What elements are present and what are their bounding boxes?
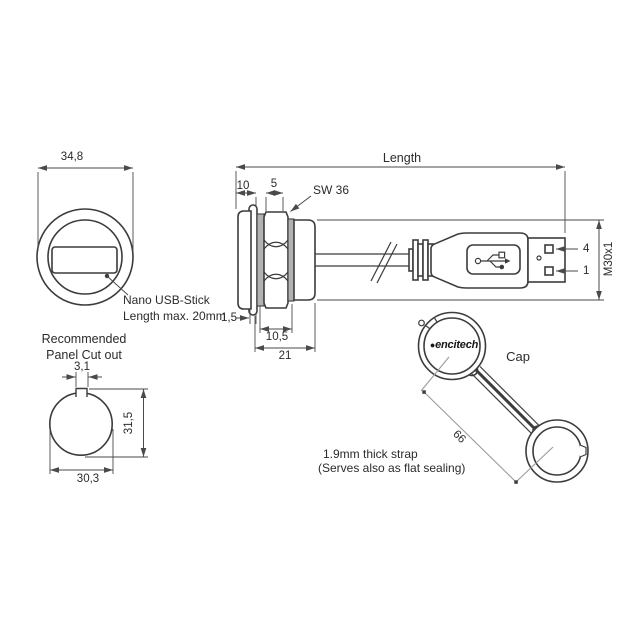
dim-line-66 bbox=[423, 391, 517, 483]
dim-5-label: 5 bbox=[270, 178, 278, 190]
dim-31-5-label: 31,5 bbox=[123, 411, 135, 435]
dim-21-label: 21 bbox=[278, 350, 292, 362]
nano-note-line1: Nano USB-Stick bbox=[123, 293, 210, 307]
contact-pin-1 bbox=[544, 266, 554, 276]
cutout-title-line1: Recommended bbox=[41, 332, 127, 346]
dim-30-3-label: 30,3 bbox=[76, 473, 100, 485]
washer bbox=[287, 218, 295, 302]
contact-pin-4 bbox=[544, 244, 554, 254]
dim-34-8-label: 34,8 bbox=[60, 151, 84, 163]
usb-plug-overmold bbox=[430, 232, 529, 289]
length-label: Length bbox=[382, 151, 422, 165]
cap-label: Cap bbox=[506, 349, 530, 364]
front-inner-circle bbox=[47, 219, 123, 295]
pin-4-label: 4 bbox=[583, 243, 590, 255]
ring-clip bbox=[418, 319, 425, 327]
strap bbox=[474, 368, 537, 431]
usb-socket-opening bbox=[51, 246, 118, 274]
leader-line-nano bbox=[106, 275, 129, 296]
cutout-key-tab bbox=[75, 387, 88, 397]
cable-break-mark bbox=[370, 241, 392, 282]
panel-cutout-view bbox=[48, 372, 148, 474]
gasket bbox=[256, 213, 265, 307]
strap-note-line1: 1.9mm thick strap bbox=[323, 447, 418, 461]
sw36-leader bbox=[290, 195, 312, 212]
side-view bbox=[237, 204, 578, 316]
sw36-label: SW 36 bbox=[313, 183, 350, 197]
dim-10-label: 10 bbox=[236, 180, 250, 192]
strap-note-line2: (Serves also as flat sealing) bbox=[318, 461, 466, 475]
cutout-circle bbox=[48, 391, 114, 456]
nano-note-line2: Length max. 20mm bbox=[123, 309, 226, 323]
thread-m30x1-label: M30x1 bbox=[603, 241, 615, 277]
cutout-title-line2: Panel Cut out bbox=[46, 348, 122, 362]
dim-1-5-label: 1,5 bbox=[221, 312, 237, 324]
front-view bbox=[36, 165, 134, 306]
hex-nut bbox=[263, 211, 289, 309]
dim-3-1-label: 3,1 bbox=[74, 361, 90, 373]
cap-ring-inner bbox=[423, 317, 481, 375]
cap-lid-notch bbox=[579, 444, 587, 458]
brand-logo: ●encitech bbox=[429, 339, 479, 351]
cap-assembly bbox=[417, 311, 589, 484]
usb-trident-icon bbox=[474, 251, 511, 270]
threaded-body bbox=[293, 219, 316, 301]
side-view-dimensions bbox=[235, 164, 604, 352]
front-bezel bbox=[237, 210, 252, 310]
brand-bullet-icon: ● bbox=[429, 340, 436, 350]
usb-plug-panel bbox=[466, 244, 521, 275]
dim-10-5-label: 10,5 bbox=[265, 331, 289, 343]
cap-lid-inner bbox=[532, 426, 582, 476]
pin-1-label: 1 bbox=[583, 265, 590, 277]
